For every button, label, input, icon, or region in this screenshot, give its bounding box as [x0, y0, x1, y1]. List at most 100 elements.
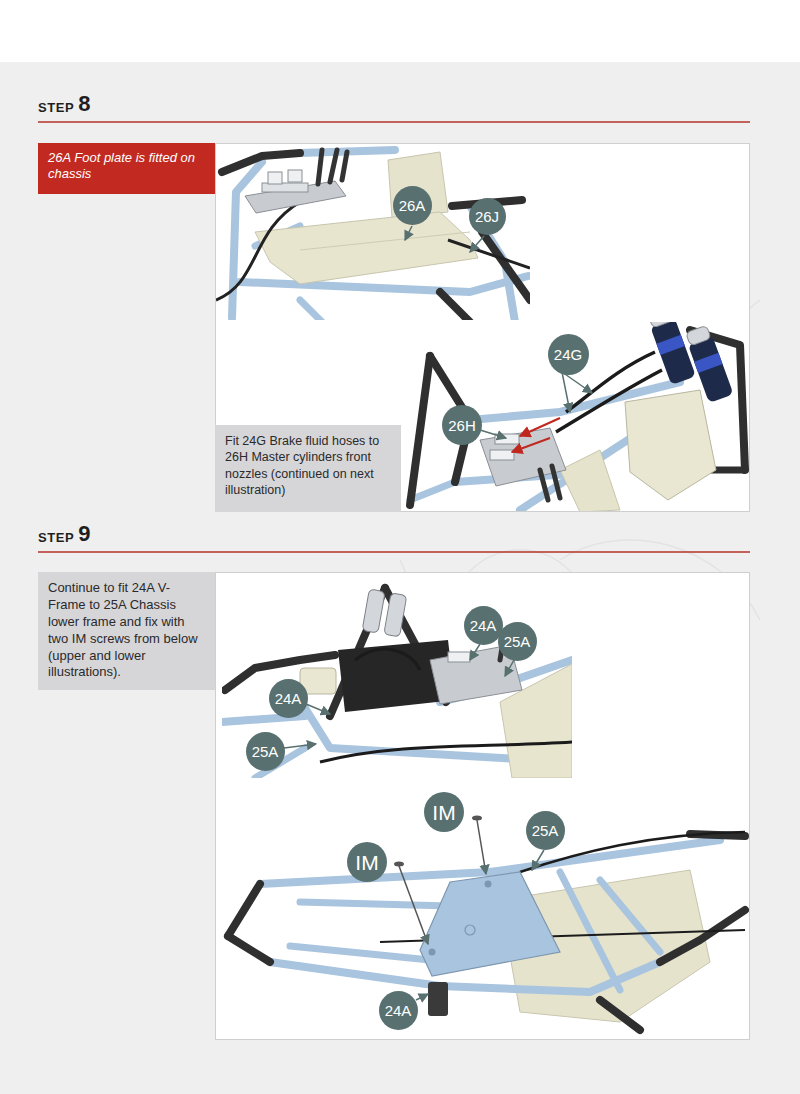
chassis-underside-illustration — [465, 925, 475, 935]
callout-number: 25A — [526, 811, 565, 850]
step-word: STEP — [38, 101, 74, 114]
instruction-note: Fit 24G Brake fluid hoses to 26H Master … — [215, 425, 401, 512]
image-panel — [216, 144, 750, 512]
callout-number: IM — [347, 842, 387, 882]
master-cylinder-illustration — [540, 466, 560, 500]
v-frame-illustration — [222, 588, 572, 778]
chassis-illustration — [405, 226, 412, 240]
master-cylinder-illustration — [625, 390, 716, 500]
chassis-underside-illustration — [532, 850, 544, 870]
chassis-illustration — [318, 150, 347, 184]
master-cylinder-illustration — [556, 370, 662, 432]
step-rule — [38, 121, 750, 122]
chassis-underside-illustration — [290, 946, 430, 960]
chassis-underside-illustration — [228, 816, 745, 1031]
master-cylinder-illustration — [684, 325, 734, 403]
callout-text: IM — [355, 852, 378, 873]
chassis-underside-illustration — [600, 880, 660, 952]
master-cylinder-illustration — [490, 450, 514, 460]
master-cylinder-illustration — [480, 430, 506, 438]
callout-text: 26J — [475, 209, 499, 224]
callout-number: 25A — [246, 732, 285, 771]
master-cylinder-illustration — [656, 335, 685, 355]
callout-text: IM — [432, 802, 455, 823]
chassis-underside-illustration — [472, 816, 482, 821]
note-text: 26A Foot plate is fitted on chassis — [48, 150, 205, 183]
master-cylinder-illustration — [562, 372, 592, 393]
chassis-underside-illustration — [228, 834, 745, 1030]
step-number: 8 — [78, 93, 90, 115]
callout-text: 26H — [448, 418, 476, 433]
chassis-illustration — [448, 240, 530, 268]
v-frame-illustration — [320, 742, 572, 762]
chassis-illustration — [318, 150, 322, 184]
note-text: Fit 24G Brake fluid hoses to 26H Master … — [225, 433, 391, 498]
chassis-illustration — [216, 150, 530, 320]
chassis-underside-illustration — [399, 866, 428, 944]
master-cylinder-illustration — [410, 356, 430, 505]
step-note: 26A Foot plate is fitted on chassis — [38, 143, 215, 194]
master-cylinder-illustration — [520, 418, 560, 436]
chassis-illustration — [232, 162, 262, 318]
callout-text: 25A — [532, 823, 559, 838]
step-rule — [38, 122, 750, 552]
chassis-underside-illustration — [660, 910, 745, 962]
callout-number: 26J — [469, 198, 506, 235]
chassis-underside-illustration — [300, 902, 450, 906]
callout-text: 24A — [470, 618, 497, 633]
chassis-illustration — [240, 276, 528, 292]
chassis-underside-illustration — [600, 1000, 640, 1030]
chassis-illustration — [300, 232, 470, 250]
master-cylinder-illustration — [648, 322, 673, 328]
callout-number: 24A — [269, 679, 308, 718]
callout-text: 24G — [554, 347, 582, 362]
callout-text: 24A — [385, 1003, 412, 1018]
chassis-illustration — [470, 236, 484, 252]
chassis-illustration — [245, 181, 346, 213]
note-text: Continue to fit 24A V-Frame to 25A Chass… — [48, 580, 205, 681]
chassis-underside-illustration — [228, 884, 260, 936]
master-cylinder-illustration — [688, 336, 734, 403]
master-cylinder-illustration — [512, 438, 550, 452]
callout-text: 24A — [275, 691, 302, 706]
chassis-underside-illustration — [560, 872, 620, 990]
chassis-illustration — [268, 172, 282, 184]
chassis-illustration — [330, 150, 337, 182]
instruction-note: Continue to fit 24A V-Frame to 25A Chass… — [38, 572, 215, 690]
chassis-illustration — [255, 212, 478, 284]
master-cylinder-illustration — [686, 325, 711, 346]
master-cylinder-illustration — [562, 372, 570, 412]
callout-number: 26H — [442, 405, 482, 445]
v-frame-illustration — [362, 589, 385, 633]
callout-number: 26A — [393, 186, 432, 225]
chassis-underside-illustration — [420, 872, 560, 976]
page-ground — [0, 0, 800, 62]
chassis-illustration — [440, 292, 470, 320]
image-panel — [216, 144, 750, 1040]
step-rule — [38, 551, 750, 552]
callout-text: 25A — [252, 744, 279, 759]
v-frame-illustration — [505, 660, 514, 676]
chassis-underside-illustration — [428, 982, 448, 1016]
master-cylinder-illustration — [410, 322, 745, 511]
chassis-illustration — [222, 153, 300, 172]
chassis-illustration — [300, 300, 322, 320]
chassis-illustration — [288, 170, 302, 182]
callout-number: 24G — [548, 334, 589, 375]
chassis-illustration — [216, 202, 300, 300]
v-frame-illustration — [362, 589, 407, 637]
v-frame-illustration — [470, 644, 480, 660]
v-frame-illustration — [222, 588, 572, 778]
step-word: STEP — [38, 531, 74, 544]
master-cylinder-illustration — [540, 470, 548, 500]
image-panel — [216, 573, 750, 1040]
master-cylinder-illustration — [560, 450, 620, 511]
chassis-underside-illustration — [416, 994, 428, 1000]
chassis-underside-illustration — [485, 881, 492, 888]
master-cylinder-illustration — [552, 466, 560, 498]
chassis-underside-illustration — [429, 949, 436, 956]
master-cylinder-illustration — [694, 353, 723, 373]
chassis-illustration — [342, 152, 347, 180]
chassis-underside-illustration — [394, 862, 404, 867]
